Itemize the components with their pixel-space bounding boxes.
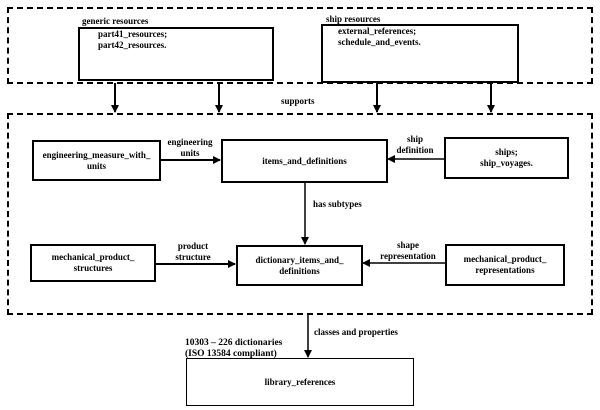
library-references-label: library_references: [264, 376, 336, 387]
ship-definition-label-line-2: definition: [396, 145, 434, 155]
generic-resources-box[interactable]: part41_resources; part42_resources.: [78, 27, 274, 81]
classes-and-properties-label: classes and properties: [314, 327, 398, 337]
resources-group: [7, 7, 593, 84]
ship-resources-title: ship resources: [326, 14, 381, 24]
mechanical-product-representations-box[interactable]: mechanical_product_ representations: [445, 244, 565, 286]
product-structure-label-line-2: structure: [175, 252, 211, 262]
items-and-definitions-box[interactable]: items_and_definitions: [221, 139, 388, 183]
ships-line-1: ships;: [495, 147, 518, 157]
generic-resources-line-1: part41_resources;: [98, 29, 168, 39]
dictionaries-note-line-1: 10303 – 226 dictionaries: [185, 338, 283, 348]
ship-resources-box[interactable]: external_references; schedule_and_events…: [321, 24, 519, 83]
supports-label: supports: [281, 96, 315, 106]
generic-resources-title: generic resources: [82, 16, 149, 26]
engineering-measure-box[interactable]: engineering_measure_with_ units: [32, 140, 161, 181]
shape-representation-label: shape representation: [375, 240, 441, 262]
engineering-measure-line-2: units: [86, 160, 106, 171]
mech-representations-line-2: representations: [475, 265, 535, 275]
shape-representation-label-line-2: representation: [380, 251, 436, 261]
dictionaries-note: 10303 – 226 dictionaries (ISO 13584 comp…: [185, 338, 282, 360]
ship-resources-line-2: schedule_and_events.: [338, 37, 421, 47]
ship-resources-line-1: external_references;: [338, 26, 417, 36]
mech-structures-line-2: structures: [73, 263, 113, 273]
product-structure-label: product structure: [171, 241, 215, 263]
items-and-definitions-label: items_and_definitions: [262, 155, 347, 166]
generic-resources-line-2: part42_resources.: [98, 40, 167, 50]
mech-representations-line-1: mechanical_product_: [463, 254, 547, 264]
mechanical-product-structures-box[interactable]: mechanical_product_ structures: [30, 244, 156, 282]
core-group: [7, 113, 593, 315]
library-references-box[interactable]: library_references: [186, 358, 414, 406]
has-subtypes-label: has subtypes: [313, 199, 362, 209]
dictionary-items-box[interactable]: dictionary_items_and_ definitions: [236, 245, 363, 286]
shape-representation-label-line-1: shape: [396, 240, 419, 250]
engineering-units-label: engineering units: [165, 137, 215, 159]
engineering-measure-line-1: engineering_measure_with_: [42, 149, 151, 160]
product-structure-label-line-1: product: [177, 241, 209, 251]
ship-definition-label: ship definition: [393, 134, 437, 156]
mech-structures-line-1: mechanical_product_: [51, 252, 135, 262]
engineering-units-label-line-2: units: [180, 148, 200, 158]
ships-box[interactable]: ships; ship_voyages.: [444, 137, 569, 179]
dictionaries-note-line-2: (ISO 13584 compliant): [185, 349, 277, 359]
dictionary-items-line-1: dictionary_items_and_: [255, 254, 344, 265]
ship-definition-label-line-1: ship: [406, 134, 423, 144]
ships-line-2: ship_voyages.: [480, 158, 533, 168]
dictionary-items-line-2: definitions: [279, 265, 320, 276]
engineering-units-label-line-1: engineering: [167, 137, 213, 147]
